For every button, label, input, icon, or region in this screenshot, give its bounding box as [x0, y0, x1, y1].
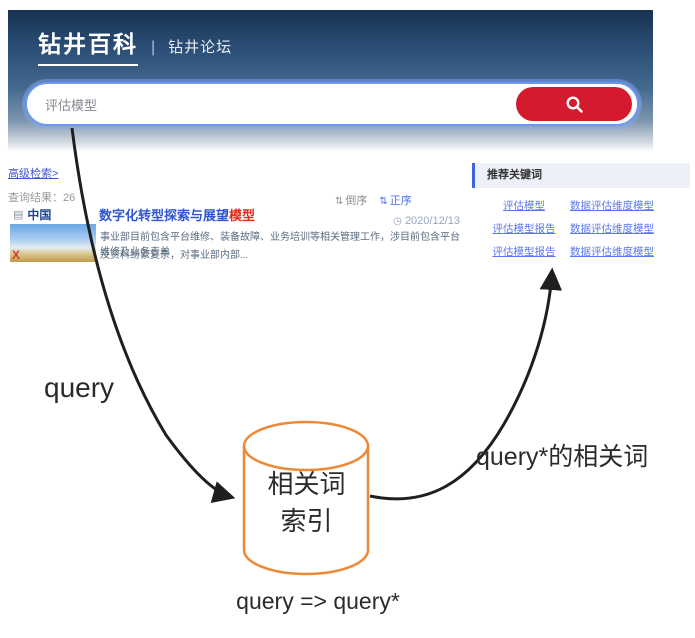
- result-source: ▤ 中国: [13, 206, 51, 223]
- keyword-link[interactable]: 数据评估维度模型: [570, 200, 654, 212]
- brand-row: 钻井百科 | 钻井论坛: [38, 25, 232, 66]
- source-name: 中国: [27, 208, 52, 222]
- keywords-grid: 评估模型 数据评估维度模型 评估模型报告 数据评估维度模型 评估模型报告 数据评…: [472, 188, 690, 259]
- sort-asc-option[interactable]: ⇅正序: [379, 195, 412, 207]
- search-icon: [565, 95, 584, 114]
- query-label: query: [44, 372, 115, 403]
- sort-bar: ⇅倒序 ⇅正序: [335, 192, 412, 208]
- result-title-link[interactable]: 数字化转型探索与展望模型: [99, 205, 255, 224]
- keyword-link[interactable]: 数据评估维度模型: [570, 223, 654, 235]
- keyword-link[interactable]: 评估模型报告: [492, 223, 556, 235]
- result-count: 查询结果：26: [8, 192, 76, 204]
- source-icon: ▤: [13, 209, 24, 221]
- related-words-label: query*的相关词: [476, 443, 649, 471]
- result-date: ◷ 2020/12/13: [393, 215, 460, 227]
- advanced-search-link[interactable]: 高级检索>: [8, 168, 59, 180]
- sort-asc-icon: ⇅: [379, 196, 388, 207]
- query-mapping-label: query => query*: [236, 588, 400, 614]
- sort-desc-option[interactable]: ⇅倒序: [335, 195, 368, 207]
- keywords-panel-title: 推荐关键词: [472, 163, 690, 188]
- keyword-link[interactable]: 数据评估维度模型: [570, 246, 654, 258]
- clock-icon: ◷: [393, 216, 402, 227]
- result-desc-line2: 及资料纷繁复杂，对事业部内部...: [100, 250, 249, 261]
- sort-desc-icon: ⇅: [335, 196, 344, 207]
- site-header: 钻井百科 | 钻井论坛: [8, 10, 653, 152]
- brand-divider: |: [151, 39, 156, 56]
- nav-forum-link[interactable]: 钻井论坛: [168, 39, 233, 56]
- keyword-link[interactable]: 评估模型: [503, 200, 545, 212]
- keyword-link[interactable]: 评估模型报告: [492, 246, 556, 258]
- cylinder-label: 相关词 索引: [267, 469, 346, 536]
- recommended-keywords-panel: 推荐关键词 评估模型 数据评估维度模型 评估模型报告 数据评估维度模型 评估模型…: [472, 163, 690, 259]
- result-title-highlight: 模型: [229, 208, 256, 223]
- thumbnail-watermark: X: [12, 248, 21, 262]
- search-button[interactable]: [516, 87, 632, 121]
- search-bar: [25, 82, 639, 126]
- result-thumbnail[interactable]: X: [10, 224, 96, 262]
- brand-logo[interactable]: 钻井百科: [38, 25, 138, 66]
- search-input[interactable]: [45, 86, 515, 122]
- query-arrow: [70, 127, 236, 503]
- result-title-main: 数字化转型探索与展望: [99, 208, 230, 223]
